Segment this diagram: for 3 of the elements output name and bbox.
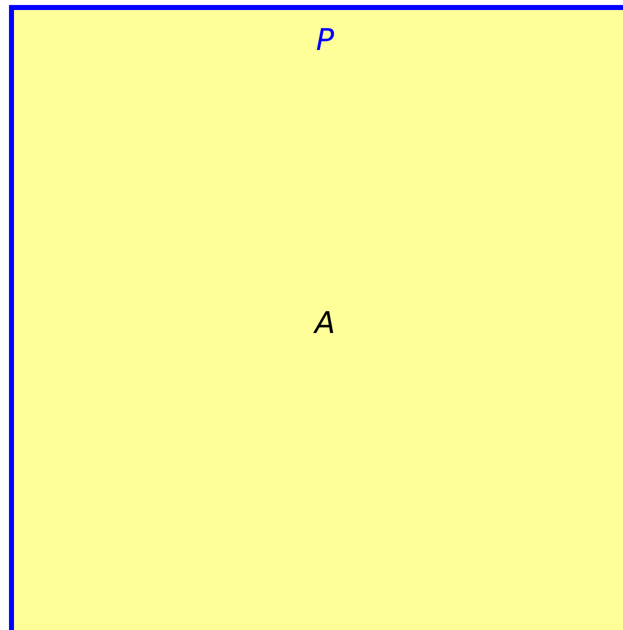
set-label: P — [316, 23, 334, 59]
element-label: A — [314, 306, 336, 342]
set-rectangle — [9, 5, 623, 630]
